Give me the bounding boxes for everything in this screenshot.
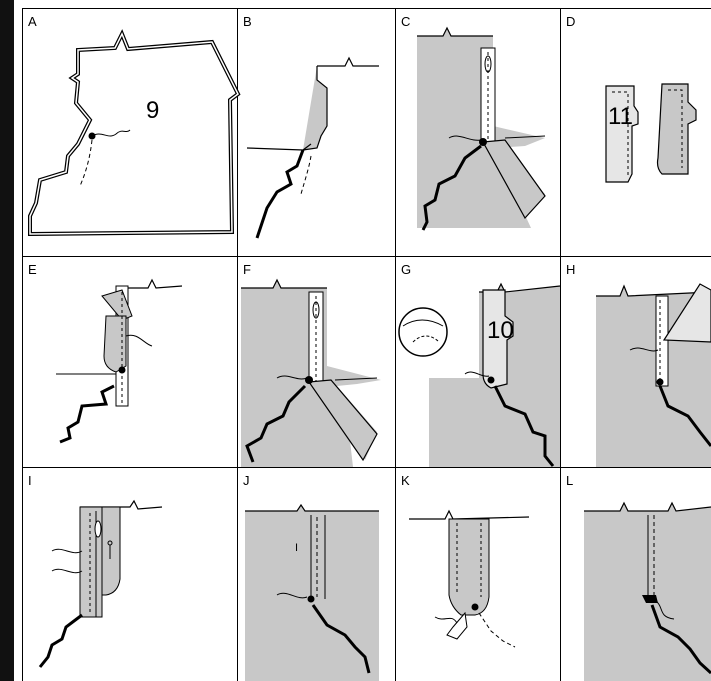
marker-dot [472,604,479,611]
panel-g-illustration: 10 [395,256,560,467]
panel-a-illustration: 9 [22,8,237,256]
panel-i-illustration [22,467,237,681]
marker-dot [119,367,126,374]
panel-e-illustration [22,256,237,467]
panel-d-illustration: 11 [560,8,711,256]
marker-dot [657,379,664,386]
panel-j-illustration: I [237,467,395,681]
panel-l-illustration [560,467,711,681]
piece-number-11: 11 [608,103,633,130]
detail-magnifier [399,308,447,356]
marker-dot [89,133,96,140]
panel-f-illustration [237,256,395,467]
piece-number-10: 10 [487,317,514,344]
marker-dot [308,596,315,603]
piece-11-shape [606,86,638,182]
piece-shape [658,84,697,174]
piece-number-9: 9 [146,97,159,124]
marker-dot [305,376,313,384]
marker-dot [479,138,487,146]
left-edge-bar [0,0,14,681]
marker-dot [488,377,495,384]
panel-b-illustration [237,8,395,256]
panel-h-illustration [560,256,711,467]
panel-k-illustration [395,467,560,681]
panel-c-illustration [395,8,560,256]
pattern-piece-9 [30,34,238,234]
svg-text:I: I [295,542,298,554]
